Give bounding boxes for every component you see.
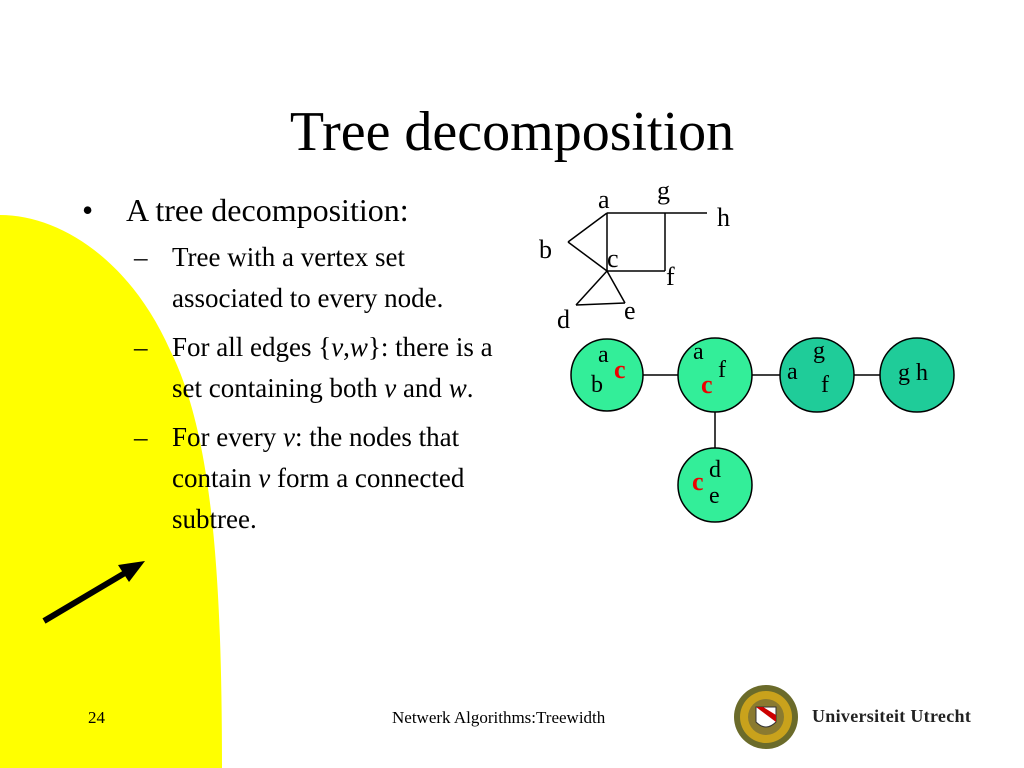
sub-bullet-2-text: For all edges {v,w}: there is a set cont… [172,332,493,403]
svg-text:a: a [598,342,609,368]
sub-bullet-1: – Tree with a vertex set associated to e… [134,237,512,319]
tree-node-agf [779,337,855,413]
slide-title: Tree decomposition [289,101,735,163]
sub-bullet-1-text: Tree with a vertex set associated to eve… [172,242,444,313]
graph-label-d: d [557,305,570,334]
sub-bullet-3: – For every v: the nodes that contain v … [134,417,512,540]
university-name: Universiteit Utrecht [812,706,972,726]
bullet-list: • A tree decomposition: – Tree with a ve… [82,192,512,540]
svg-text:a: a [693,339,704,365]
highlight-c-node2: c [701,370,713,399]
tree-node-cde [677,447,753,523]
page-number: 24 [88,708,105,727]
tree-node-abc [570,338,644,412]
bullet-dot: • [82,192,94,228]
bullet-main: • A tree decomposition: [82,192,512,229]
tree-node-gh [879,337,955,413]
graph-label-b: b [539,235,552,264]
footer-title: Netwerk Algorithms:Treewidth [392,708,606,727]
svg-text:g h: g h [898,360,928,386]
graph-label-a: a [598,185,610,214]
tree-node-acf [677,337,753,413]
sub-bullet-3-text: For every v: the nodes that contain v fo… [172,422,465,534]
graph-label-c: c [607,244,619,273]
svg-text:f: f [821,372,829,398]
svg-text:g: g [813,338,825,364]
svg-text:f: f [718,357,726,383]
svg-text:b: b [591,372,603,398]
bullet-main-text: A tree decomposition: [126,192,409,228]
highlight-c-node1: c [614,355,626,384]
svg-text:a: a [787,359,798,385]
graph-label-g: g [657,176,670,205]
graph-label-h: h [717,203,730,232]
highlight-c-node5: c [692,467,704,496]
svg-text:d: d [709,457,721,483]
svg-text:e: e [709,483,720,509]
sub-bullet-2: – For all edges {v,w}: there is a set co… [134,327,512,409]
graph-label-e: e [624,296,636,325]
graph-label-f: f [666,262,675,291]
